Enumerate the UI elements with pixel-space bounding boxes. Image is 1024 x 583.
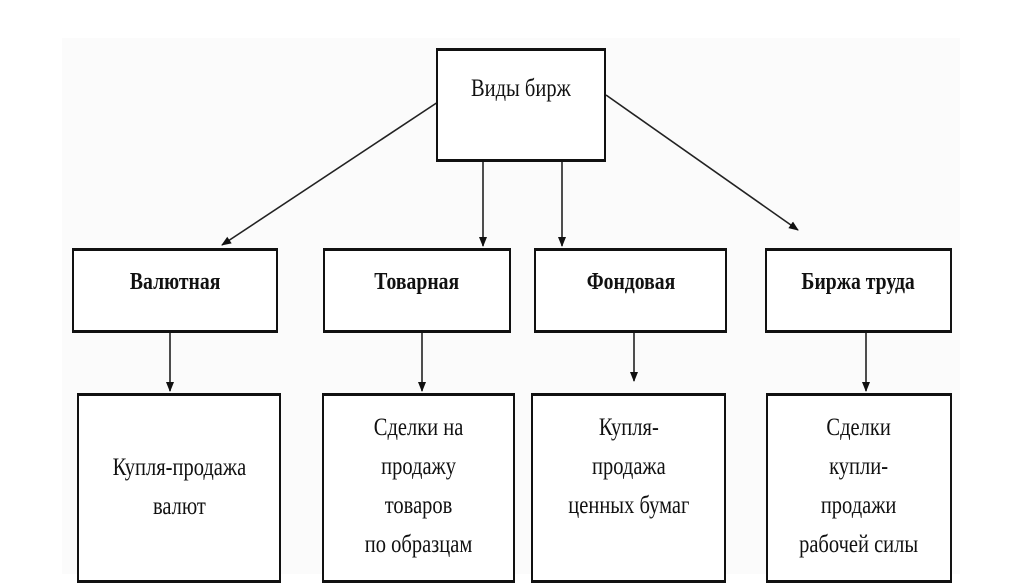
node-labor-exchange: Биржа труда (765, 248, 952, 333)
node-stock-exchange: Фондовая (534, 248, 727, 333)
node-commodity-exchange: Товарная (323, 248, 511, 333)
node-label: Товарная (374, 269, 460, 295)
node-label: Валютная (129, 269, 221, 295)
node-currency-exchange: Валютная (72, 248, 278, 333)
arrow-root-to-labor (605, 94, 799, 231)
node-label: Фондовая (586, 269, 675, 295)
node-label: Биржа труда (801, 269, 916, 295)
root-label: Виды бирж (471, 75, 571, 102)
arrow-root-to-currency (221, 101, 439, 246)
root-node: Виды бирж (436, 48, 606, 162)
